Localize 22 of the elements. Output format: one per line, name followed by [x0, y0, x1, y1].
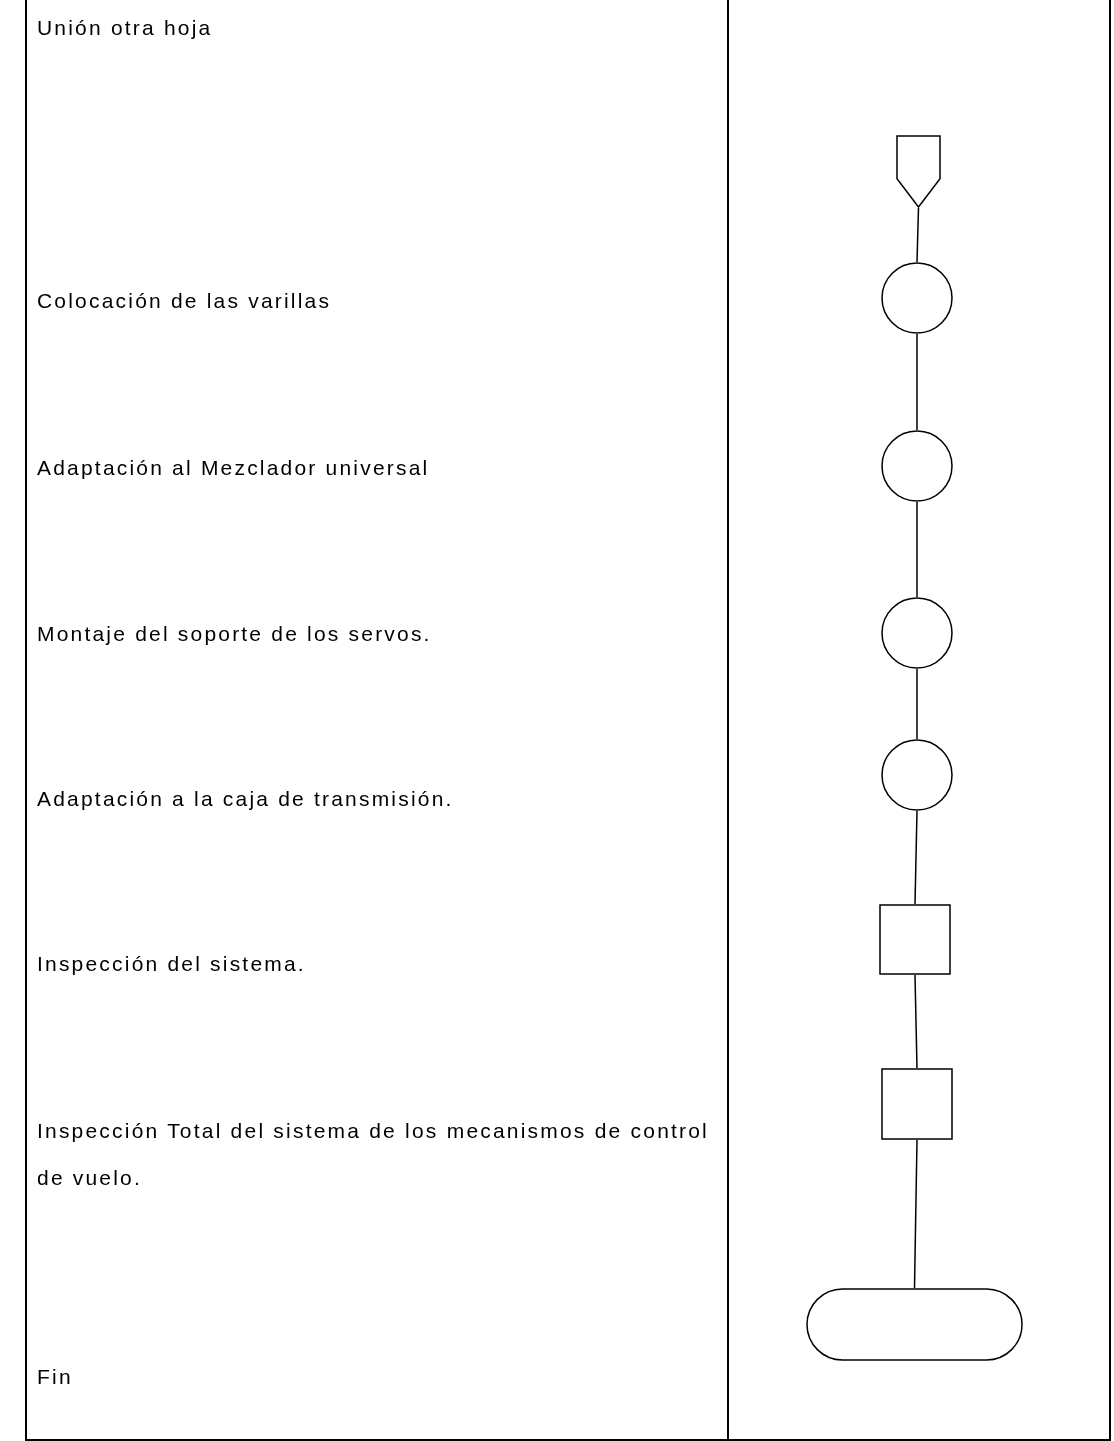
- connector-line: [913, 1139, 918, 1289]
- inspection-square: [881, 1068, 953, 1140]
- connector-line: [916, 501, 918, 598]
- step-description: Adaptación al Mezclador universal: [37, 455, 431, 481]
- step-description: Adaptación a la caja de transmisión.: [37, 786, 455, 812]
- step-description: Fin: [37, 1364, 74, 1390]
- connector-line: [916, 668, 918, 740]
- operation-circle: [881, 262, 953, 334]
- operation-circle: [881, 739, 953, 811]
- step-description: Colocación de las varillas: [37, 288, 333, 314]
- step-description: Montaje del soporte de los servos.: [37, 621, 433, 647]
- connector-line: [916, 333, 918, 431]
- operation-circle: [881, 597, 953, 669]
- inspection-square: [879, 904, 951, 975]
- step-description: Inspección del sistema.: [37, 951, 307, 977]
- connector-line: [914, 974, 918, 1069]
- connector-line: [914, 810, 918, 905]
- connector-line: [916, 207, 920, 263]
- step-description: Unión otra hoja: [37, 15, 214, 41]
- offpage-connector: [896, 135, 941, 208]
- step-description: Inspección Total del sistema de los mecanismos de control de vuelo.: [37, 1118, 709, 1191]
- operation-circle: [881, 430, 953, 502]
